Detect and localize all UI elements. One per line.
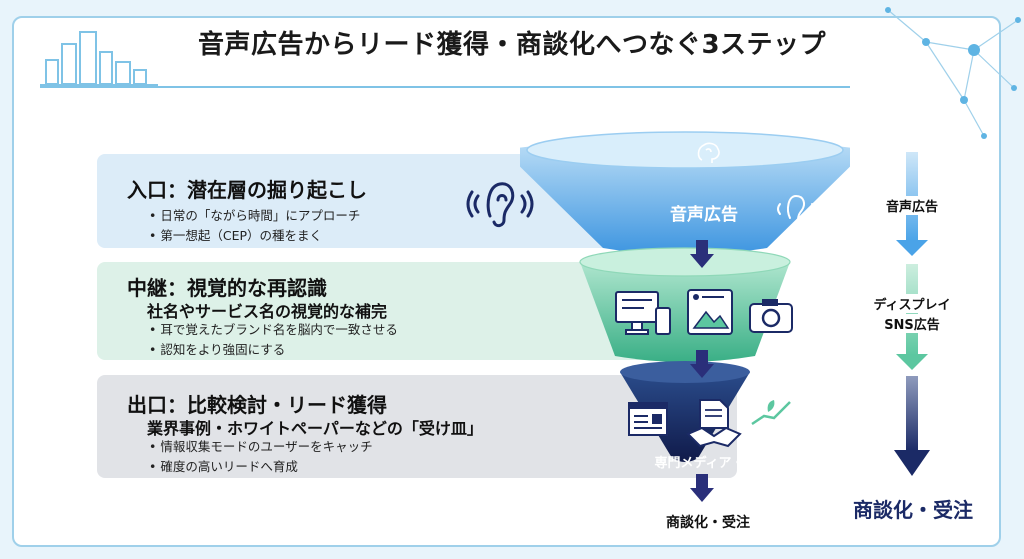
ear-sound-icon — [466, 182, 534, 228]
network-decoration-icon — [885, 7, 1021, 139]
funnel-top-label: 音声広告 — [670, 205, 738, 225]
web-page-icon — [628, 402, 668, 436]
page-title: 音声広告からリード獲得・商談化へつなぐ3ステップ — [197, 30, 827, 60]
funnel-output-label: 商談化・受注 — [666, 515, 750, 531]
list-item: 耳で覚えたブランド名を脳内で一致させる — [149, 320, 398, 340]
ear-sound-icon — [777, 194, 815, 221]
side-label-audio: 音声広告 — [862, 196, 962, 215]
list-item: 第一想起（CEP）の種をまく — [149, 226, 360, 246]
list-item: 認知をより強固にする — [149, 340, 398, 360]
camera-icon — [749, 299, 793, 333]
handshake-document-icon — [686, 399, 742, 448]
step-subheading: 業界事例・ホワイトペーパーなどの「受け皿」 — [147, 419, 483, 438]
step-heading: 入口：潜在層の掘り起こし — [127, 178, 367, 202]
side-label-display: ディスプレイ — [856, 294, 968, 313]
city-skyline-icon — [40, 31, 158, 86]
desktop-monitor-icon — [615, 291, 671, 335]
side-label-sns: SNS広告 — [856, 314, 968, 333]
brain-icon — [697, 142, 720, 163]
funnel-bottom-label: 専門メディア・受け皿 — [654, 456, 784, 471]
step-bullets: 日常の「ながら時間」にアプローチ 第一想起（CEP）の種をまく — [149, 206, 360, 246]
step-heading: 中継：視覚的な再認識 — [127, 276, 327, 300]
funnel-diagram — [520, 131, 850, 502]
growth-chart-icon — [751, 400, 791, 442]
social-post-icon — [687, 289, 733, 335]
list-item: 日常の「ながら時間」にアプローチ — [149, 206, 360, 226]
step-subheading: 社名やサービス名の視覚的な補完 — [147, 302, 388, 321]
list-item: 確度の高いリードへ育成 — [149, 457, 373, 477]
step-heading: 出口：比較検討・リード獲得 — [127, 393, 387, 417]
step-bullets: 情報収集モードのユーザーをキャッチ 確度の高いリードへ育成 — [149, 437, 373, 477]
list-item: 情報収集モードのユーザーをキャッチ — [149, 437, 372, 457]
title-underline — [40, 86, 850, 88]
side-final-label: 商談化・受注 — [853, 498, 973, 522]
step-bullets: 耳で覚えたブランド名を脳内で一致させる 認知をより強固にする — [149, 320, 398, 360]
